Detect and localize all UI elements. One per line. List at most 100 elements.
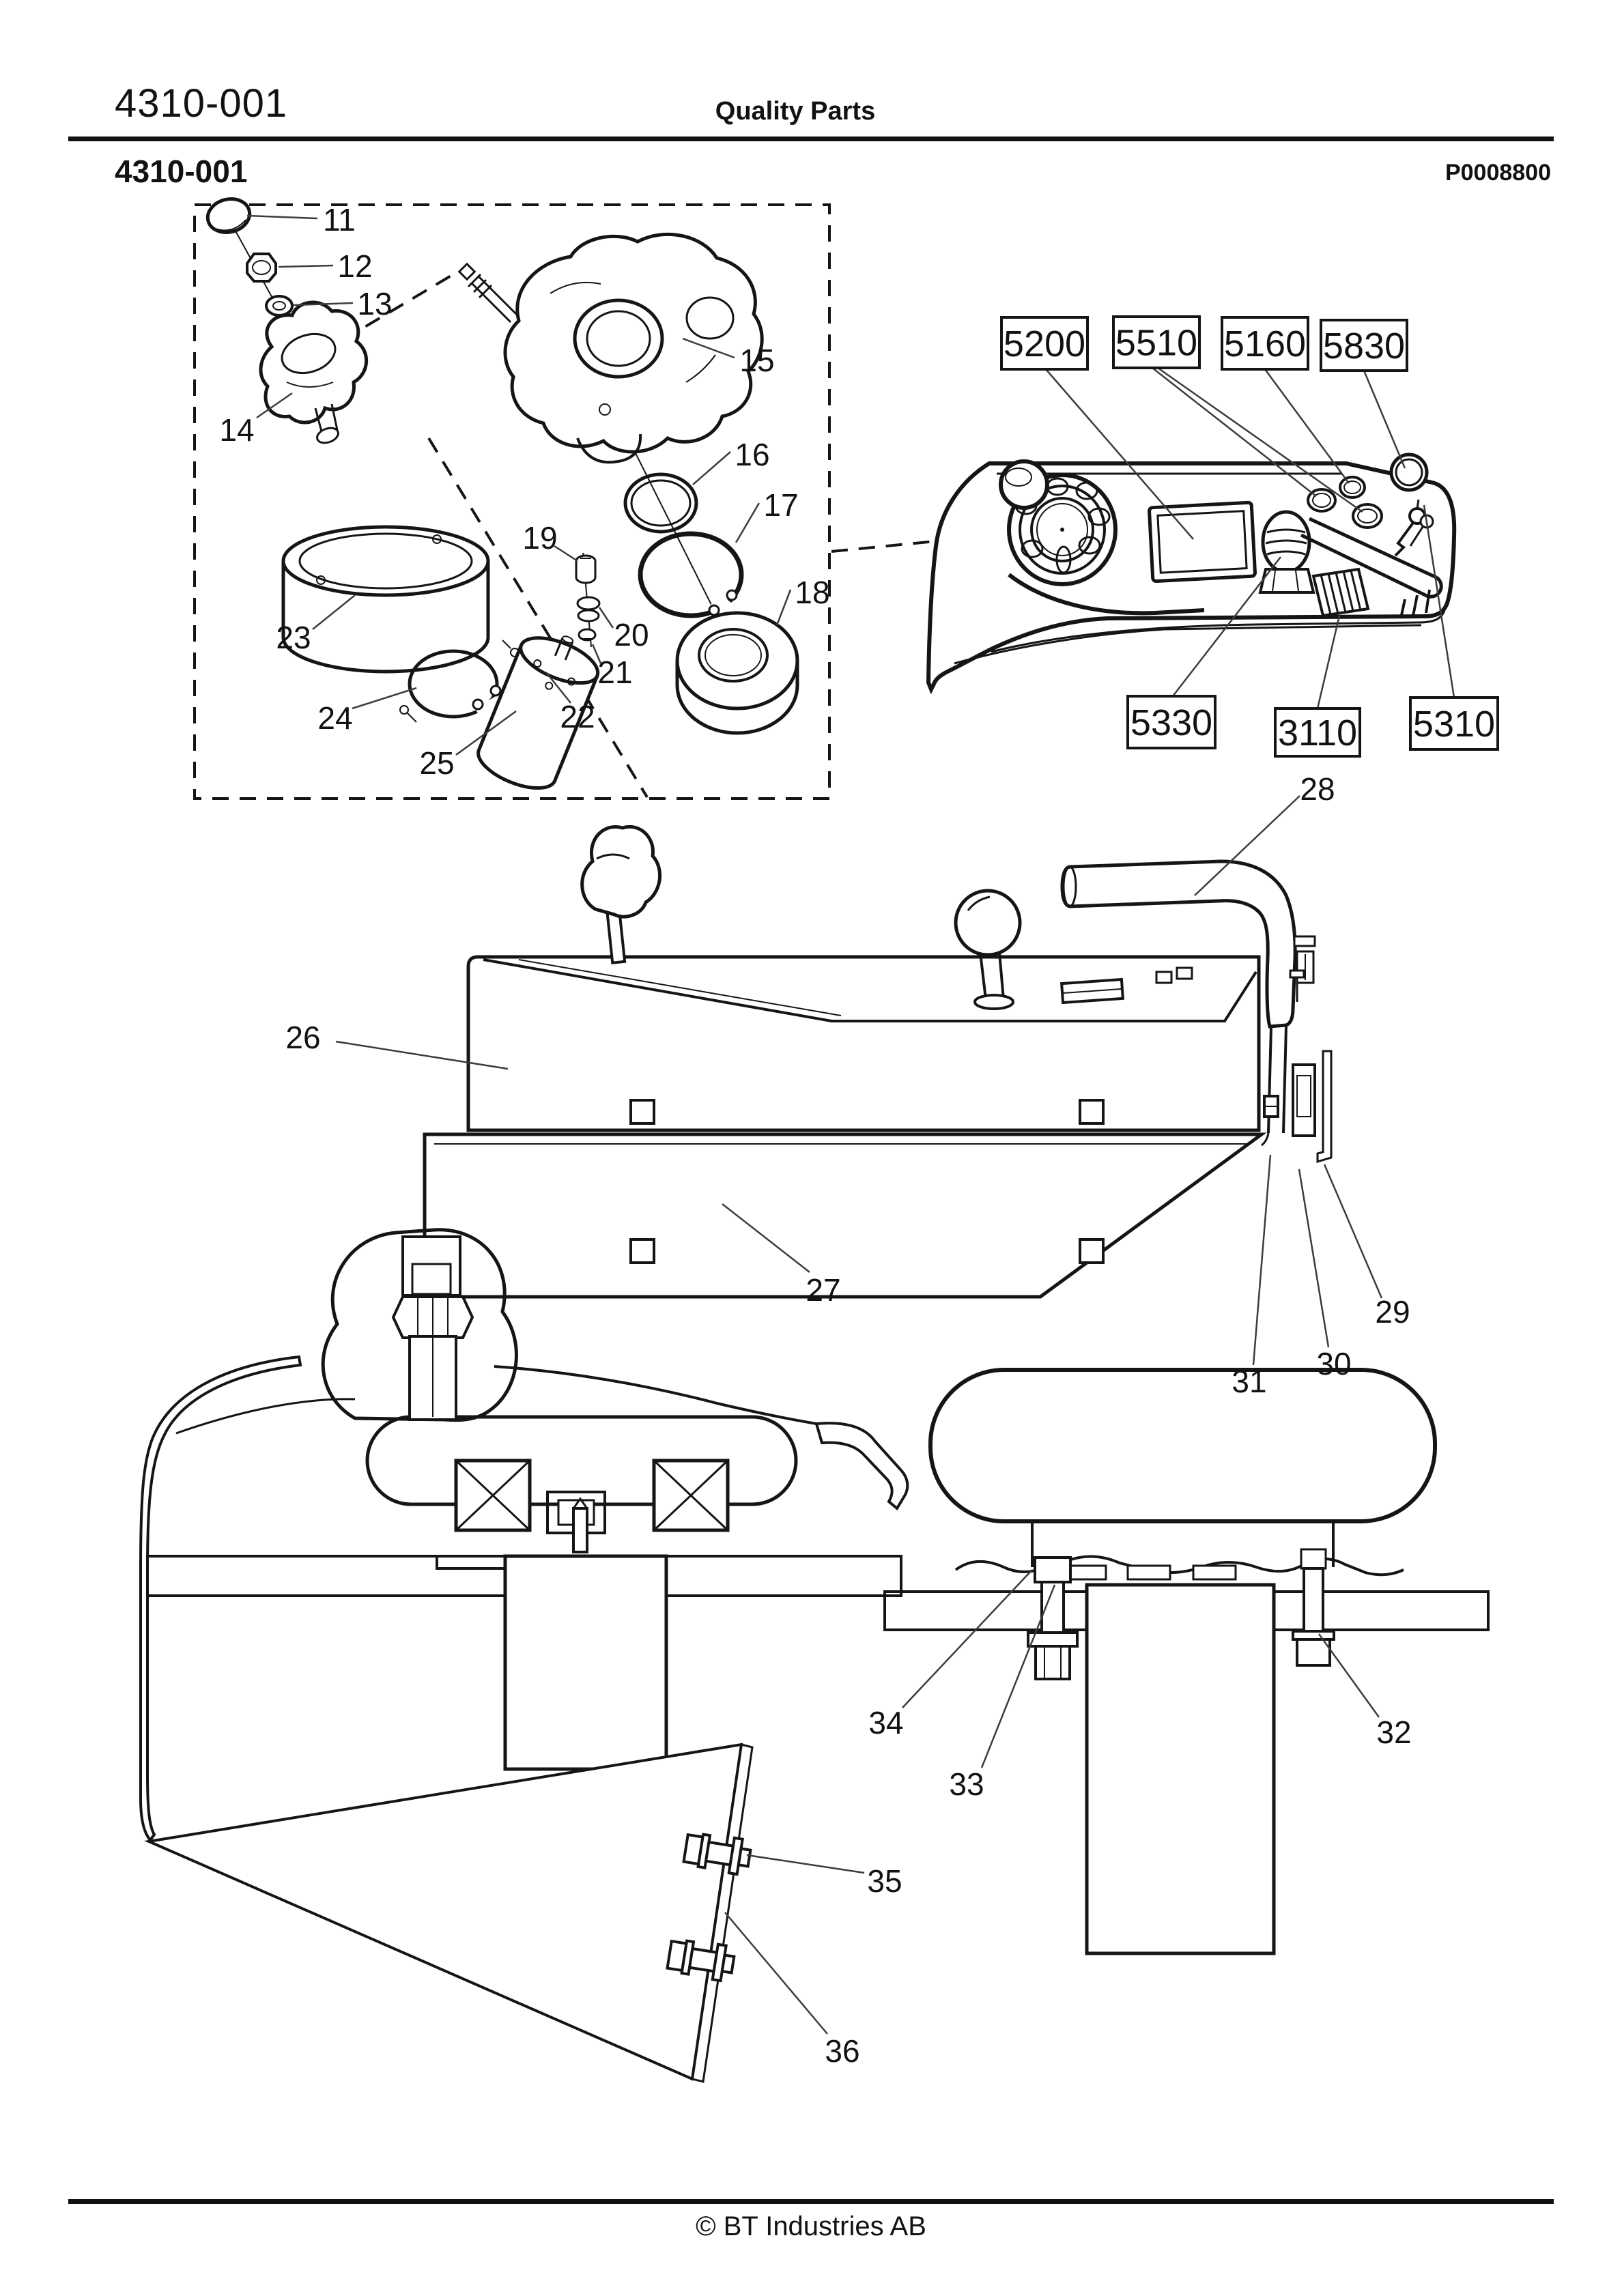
armrest-mount-section — [883, 1368, 1490, 1955]
callout-16: 16 — [735, 437, 769, 472]
ref-leader-5510-1 — [1157, 367, 1363, 513]
callout-leader-34 — [902, 1569, 1033, 1708]
part-29-plate — [1316, 1050, 1333, 1164]
callout-29: 29 — [1375, 1294, 1410, 1330]
part-18-bearing-roller — [675, 611, 799, 735]
callout-leader-31 — [1252, 1154, 1272, 1366]
part-23-drum — [281, 525, 490, 674]
part-15-steering-housing — [457, 232, 764, 464]
key-switch — [1394, 499, 1434, 557]
callout-leader-27 — [722, 1203, 810, 1273]
callout-15: 15 — [739, 343, 774, 378]
callout-leader-22 — [545, 672, 571, 704]
dashed-axis-diagonal — [427, 437, 649, 799]
ref-box-5830 — [1320, 319, 1408, 372]
callout-leader-30 — [1298, 1168, 1330, 1348]
ref-box-5330 — [1126, 695, 1216, 749]
part-14-knob — [259, 300, 368, 444]
ref-leader-5200-0 — [1045, 369, 1194, 540]
ref-leader-5510-0 — [1152, 367, 1317, 497]
ref-leader-5160-0 — [1264, 369, 1350, 484]
control-panel — [926, 453, 1457, 695]
callout-leader-11 — [246, 214, 318, 220]
ref-number-5310: 5310 — [1413, 704, 1495, 745]
callout-leader-33 — [980, 1584, 1056, 1768]
callout-20: 20 — [614, 617, 649, 652]
callout-leader-25 — [455, 710, 517, 756]
callout-22: 22 — [560, 699, 595, 734]
panel-buttons — [1307, 476, 1383, 529]
callout-17: 17 — [763, 487, 798, 523]
part-36-bolt — [666, 1939, 736, 1983]
hanging-box — [503, 1554, 668, 1771]
footer-copyright: © BT Industries AB — [696, 2211, 926, 2241]
callout-leader-18 — [776, 589, 792, 626]
part-32-support-box — [1085, 1583, 1276, 1955]
part-16-o-ring — [623, 472, 698, 534]
part-20-washers — [576, 596, 601, 622]
part-13-washer — [265, 295, 294, 317]
callout-leader-35 — [746, 1854, 865, 1874]
armrest-leg-and-fixings — [1261, 969, 1333, 1164]
callout-36: 36 — [825, 2033, 859, 2069]
callout-leader-21 — [591, 644, 602, 664]
callout-leader-32 — [1318, 1633, 1380, 1718]
bellows-boot — [1311, 567, 1370, 618]
callout-24: 24 — [317, 700, 352, 736]
callout-19: 19 — [522, 520, 557, 556]
plate-code: P0008800 — [1445, 160, 1551, 186]
callout-30: 30 — [1316, 1346, 1351, 1381]
callout-28: 28 — [1300, 771, 1335, 807]
callout-35: 35 — [867, 1863, 902, 1899]
section-number: 4310-001 — [115, 154, 248, 189]
control-lever — [1258, 510, 1315, 594]
callout-31: 31 — [1232, 1364, 1266, 1399]
doc-number-top: 4310-001 — [115, 81, 288, 126]
cushion-profile — [954, 1555, 1404, 1577]
exploded-view-box — [193, 197, 831, 800]
ref-leader-3110-0 — [1316, 615, 1341, 709]
ref-leader-5830-0 — [1363, 370, 1406, 469]
part-12-nut — [246, 253, 277, 283]
callout-leader-24 — [352, 687, 417, 710]
callout-leader-26 — [335, 1040, 509, 1070]
panel-band-right — [665, 1555, 902, 1597]
callout-32: 32 — [1376, 1714, 1411, 1750]
callout-11: 11 — [323, 202, 356, 238]
ref-number-5330: 5330 — [1130, 702, 1212, 743]
ref-leader-5310-0 — [1423, 504, 1455, 698]
right-mount-bolt — [1292, 1548, 1335, 1667]
footer-rule — [68, 2199, 1554, 2204]
callout-leader-16 — [692, 451, 731, 485]
part-21-nut — [578, 628, 597, 642]
callout-12: 12 — [337, 248, 372, 284]
ref-box-5510 — [1112, 315, 1201, 369]
callout-18: 18 — [795, 575, 829, 610]
callout-leader-17 — [735, 502, 760, 543]
ref-box-5160 — [1221, 316, 1309, 371]
console-assembly — [423, 825, 1333, 1299]
callout-leader-12 — [278, 264, 334, 268]
display-screen — [1148, 500, 1257, 584]
part-35-bolt — [682, 1833, 752, 1876]
console-knob — [954, 889, 1022, 1010]
callout-leader-14 — [256, 392, 293, 419]
part-19-screw — [575, 554, 597, 584]
ref-box-5200 — [1000, 316, 1089, 371]
hook-bracket — [814, 1422, 909, 1511]
tiller-mount-section — [139, 1228, 909, 2083]
ref-box-5310 — [1409, 696, 1499, 751]
sheet-wall — [139, 1355, 302, 1843]
knob-section — [321, 1228, 518, 1422]
callout-leader-13 — [293, 302, 354, 306]
callout-25: 25 — [419, 745, 454, 781]
callout-13: 13 — [357, 286, 392, 321]
ref-box-3110 — [1274, 707, 1361, 758]
callout-23: 23 — [276, 620, 311, 655]
ref-number-5510: 5510 — [1115, 323, 1197, 364]
callout-34: 34 — [868, 1705, 903, 1740]
callout-14: 14 — [219, 412, 254, 448]
ref-number-5830: 5830 — [1323, 326, 1405, 367]
ref-number-5200: 5200 — [1004, 324, 1085, 364]
